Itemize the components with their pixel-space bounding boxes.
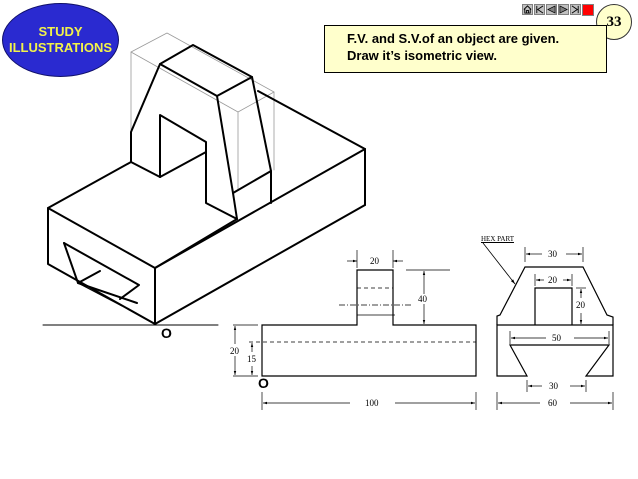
home-button[interactable]: [522, 4, 533, 15]
page-number: 33: [606, 13, 622, 30]
badge-line-2: ILLUSTRATIONS: [8, 40, 113, 55]
first-slide-button[interactable]: [534, 4, 545, 15]
iso-origin-label: O: [161, 325, 172, 341]
dim-trapezoid-top: 50: [551, 333, 562, 343]
study-illustrations-badge: STUDY ILLUSTRATIONS: [2, 3, 119, 77]
triangle-left-icon: [547, 5, 556, 14]
problem-line-2: Draw it’s isometric view.: [347, 48, 498, 63]
previous-slide-button[interactable]: [546, 4, 557, 15]
dim-slot-height: 15: [246, 354, 257, 364]
dim-overall-width: 60: [547, 398, 558, 408]
problem-statement: F.V. and S.V.of an object are given. Dra…: [324, 25, 607, 73]
dim-upright-height: 40: [417, 294, 428, 304]
last-slide-button[interactable]: [570, 4, 581, 15]
dim-slot-depth: 20: [575, 300, 586, 310]
isometric-view: [42, 32, 366, 326]
end-show-button[interactable]: [582, 4, 594, 16]
next-slide-button[interactable]: [558, 4, 569, 15]
skip-first-icon: [536, 5, 544, 14]
dim-slot-width: 20: [547, 275, 558, 285]
hex-part-callout: HEX PART: [481, 235, 514, 243]
side-view: [482, 242, 614, 410]
badge-line-1: STUDY: [38, 24, 83, 39]
dim-base-height: 20: [229, 346, 240, 356]
front-view: [233, 250, 477, 410]
front-view-origin-label: O: [258, 375, 269, 391]
dim-top-width: 20: [369, 256, 380, 266]
problem-line-1: F.V. and S.V.of an object are given.: [347, 31, 560, 46]
home-icon: [523, 5, 532, 14]
slide-navigation: [522, 4, 594, 16]
dim-hex-top: 30: [547, 249, 558, 259]
skip-last-icon: [571, 5, 579, 14]
dim-trapezoid-bottom: 30: [548, 381, 559, 391]
triangle-right-icon: [559, 5, 568, 14]
dim-base-length: 100: [364, 398, 380, 408]
